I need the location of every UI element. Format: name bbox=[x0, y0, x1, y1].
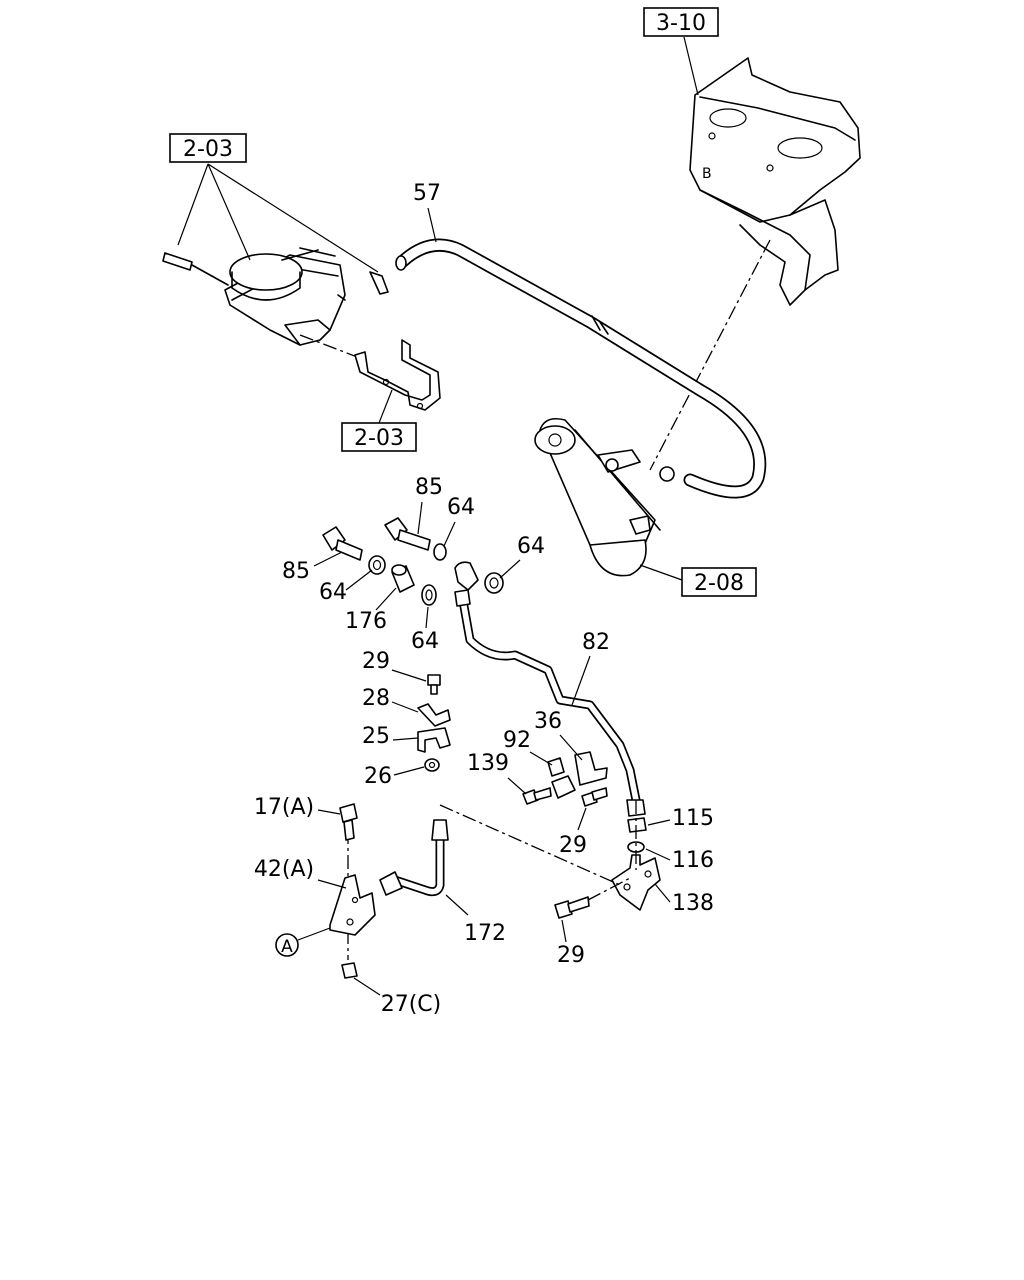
svg-text:B: B bbox=[702, 166, 712, 182]
ref-box-2-03-top bbox=[169, 133, 247, 163]
ref-label-2-03-top: 2-03 bbox=[183, 137, 233, 162]
label-26: 26 bbox=[364, 764, 392, 789]
callout-circle-a bbox=[275, 933, 299, 957]
center-line-tank-bracket bbox=[299, 334, 366, 361]
label-139: 139 bbox=[467, 751, 509, 776]
label-57: 57 bbox=[413, 181, 441, 206]
reservoir-tank: 2-03 bbox=[162, 133, 389, 346]
hose-57: 57 bbox=[395, 181, 767, 499]
center-line-bolt-29 bbox=[587, 877, 631, 901]
lower-left-assembly: 172 17(A) 42(A) A 27(C) bbox=[254, 795, 506, 1017]
label-64-c: 64 bbox=[319, 580, 347, 605]
center-line-bracket bbox=[649, 239, 771, 471]
label-85-lower: 85 bbox=[282, 559, 310, 584]
pipe-end-fittings: 115 116 138 29 bbox=[554, 806, 714, 968]
label-92: 92 bbox=[503, 728, 531, 753]
master-cylinder: 2-08 bbox=[534, 417, 757, 597]
ref-label-3-10: 3-10 bbox=[656, 11, 706, 36]
label-176: 176 bbox=[345, 609, 387, 634]
bracket-assembly-3-10: B 3-10 bbox=[643, 7, 861, 306]
label-115: 115 bbox=[672, 806, 714, 831]
ref-box-3-10 bbox=[643, 7, 719, 37]
ref-label-2-03-bottom: 2-03 bbox=[354, 426, 404, 451]
clamp-group: 36 92 139 29 bbox=[467, 709, 608, 858]
label-64-b: 64 bbox=[517, 534, 545, 559]
tank-bracket: 2-03 bbox=[341, 339, 441, 452]
callout-circle-a-label: A bbox=[281, 937, 293, 957]
label-138: 138 bbox=[672, 891, 714, 916]
label-25: 25 bbox=[362, 724, 390, 749]
label-64-d: 64 bbox=[411, 629, 439, 654]
label-27c: 27(C) bbox=[381, 992, 442, 1017]
label-17a: 17(A) bbox=[254, 795, 314, 820]
label-42a: 42(A) bbox=[254, 857, 314, 882]
label-28: 28 bbox=[362, 686, 390, 711]
label-82: 82 bbox=[582, 630, 610, 655]
label-85-upper: 85 bbox=[415, 475, 443, 500]
label-36: 36 bbox=[534, 709, 562, 734]
banjo-fittings: 85 64 85 64 64 176 64 bbox=[282, 475, 545, 654]
label-29-b: 29 bbox=[559, 833, 587, 858]
ref-box-2-08 bbox=[681, 567, 757, 597]
pipe-82: 82 bbox=[454, 561, 646, 817]
ref-box-2-03-bottom bbox=[341, 422, 417, 452]
ref-label-2-08: 2-08 bbox=[694, 571, 744, 596]
clip-stack: 29 28 25 26 bbox=[362, 649, 451, 789]
label-64-a: 64 bbox=[447, 495, 475, 520]
label-29-a: 29 bbox=[362, 649, 390, 674]
label-29-c: 29 bbox=[557, 943, 585, 968]
label-116: 116 bbox=[672, 848, 714, 873]
label-172: 172 bbox=[464, 921, 506, 946]
center-line-172-138 bbox=[439, 804, 621, 886]
